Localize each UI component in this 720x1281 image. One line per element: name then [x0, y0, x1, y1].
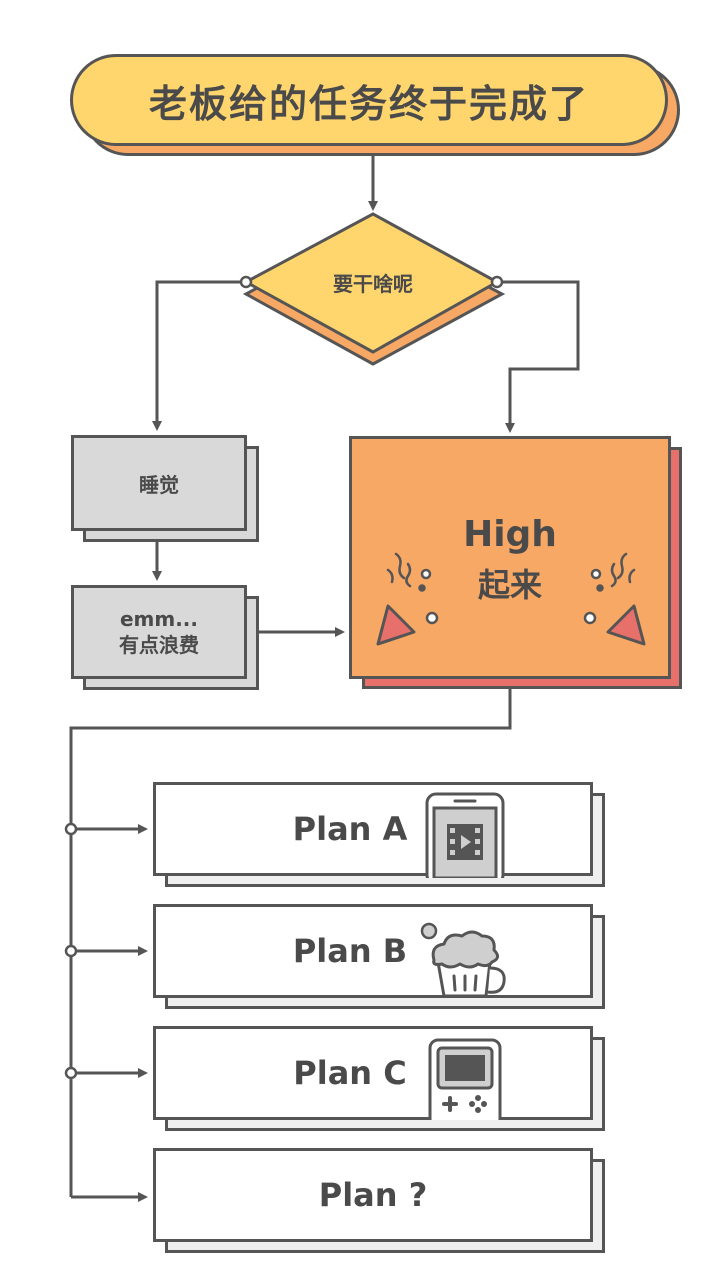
junction-dot — [490, 275, 504, 289]
plan-a-box — [153, 782, 593, 876]
sleep-text: 睡觉 — [139, 472, 179, 497]
junction-dot — [64, 944, 78, 958]
party-popper-left-icon — [376, 552, 439, 646]
junction-dot — [64, 1066, 78, 1080]
plans-trunk-line — [69, 680, 512, 1197]
decision-text: 要干啥呢 — [333, 271, 413, 296]
high-line2: 起来 — [477, 566, 542, 604]
plan-q-label: Plan ? — [318, 1176, 428, 1214]
junction-dot — [239, 275, 253, 289]
waste-line2: 有点浪费 — [119, 633, 199, 657]
arrow-decision-to-sleep — [152, 280, 246, 431]
title-box — [70, 54, 668, 146]
title-text: 老板给的任务终于完成了 — [148, 81, 589, 126]
high-box — [349, 436, 671, 679]
handheld-game-console-icon — [428, 1038, 502, 1120]
plan-c-box — [153, 1026, 593, 1120]
waste-text: emm... 有点浪费 — [71, 585, 247, 679]
sleep-box — [71, 435, 247, 531]
smartphone-video-icon — [425, 792, 505, 878]
beer-mug-icon — [420, 922, 506, 998]
junction-dot — [64, 822, 78, 836]
plan-b-label: Plan B — [292, 932, 408, 970]
plan-c-label: Plan C — [293, 1054, 407, 1092]
high-text: High 起来 — [430, 505, 590, 615]
plan-b-box — [153, 904, 593, 998]
decision-diamond — [242, 212, 506, 366]
plan-q-box — [153, 1148, 593, 1242]
plan-a-label: Plan A — [292, 810, 408, 848]
arrow-decision-to-high — [497, 280, 580, 433]
waste-box — [71, 585, 247, 679]
high-line1: High — [463, 514, 557, 555]
waste-line1: emm... — [119, 607, 199, 631]
party-popper-right-icon — [583, 552, 646, 646]
